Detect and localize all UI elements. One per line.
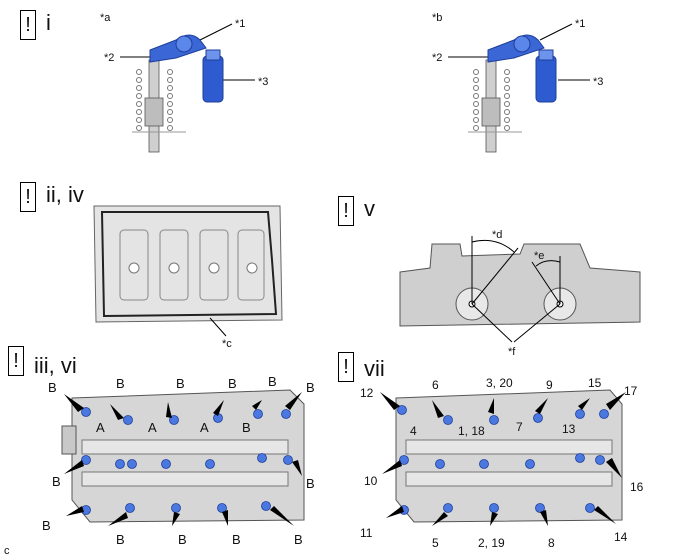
bolt-label-B: B <box>42 518 51 533</box>
bolt-label-B: B <box>116 532 125 547</box>
bolt-seq-13: 13 <box>562 422 576 436</box>
bolt-seq-3-20: 3, 20 <box>486 376 513 390</box>
bolt-label-B: B <box>306 476 315 491</box>
callout-d: *d <box>492 229 503 241</box>
step-label-i: i <box>46 10 51 35</box>
bolt-label-B: B <box>268 374 277 389</box>
callout-b: *b <box>432 12 443 24</box>
caution-mark-v: ! <box>338 196 354 226</box>
bolt-label-B: B <box>116 376 125 391</box>
bolt-label-B: B <box>242 420 251 435</box>
bolt-seq-8: 8 <box>548 536 555 550</box>
bolt-seq-14: 14 <box>614 530 628 544</box>
bolt-label-A: A <box>148 420 157 435</box>
bolt-label-B: B <box>232 532 241 547</box>
bolt-seq-1-18: 1, 18 <box>458 424 485 438</box>
bolt-label-B: B <box>294 532 303 547</box>
bolt-seq-11: 11 <box>360 526 373 540</box>
callout-a: *a <box>100 12 111 24</box>
figure-code: c <box>4 545 10 557</box>
step-label-ii-iv: ii, iv <box>46 182 84 207</box>
callout-e: *e <box>534 250 545 262</box>
bolt-seq-15: 15 <box>588 376 602 390</box>
step-label-vii: vii <box>364 356 385 381</box>
bolt-label-A: A <box>200 420 209 435</box>
step-label-v: v <box>364 196 375 221</box>
caution-mark-vii: ! <box>338 352 354 382</box>
bolt-label-B: B <box>176 376 185 391</box>
bolt-label-B: B <box>228 376 237 391</box>
bolt-seq-17: 17 <box>624 384 638 398</box>
bolt-seq-2-19: 2, 19 <box>478 536 505 550</box>
caution-mark-iii-vi: ! <box>8 346 24 376</box>
callout-3-right: *3 <box>593 76 604 88</box>
bolt-label-B: B <box>306 380 315 395</box>
bolt-seq-9: 9 <box>546 378 553 392</box>
bolt-seq-7: 7 <box>516 420 523 434</box>
callout-2-right: *2 <box>432 52 443 64</box>
callout-f: *f <box>508 346 516 358</box>
caution-mark-i: ! <box>20 10 36 40</box>
bolt-seq-5: 5 <box>432 536 439 550</box>
bolt-seq-16: 16 <box>630 480 644 494</box>
bolt-label-A: A <box>96 420 105 435</box>
bolt-label-B: B <box>48 380 57 395</box>
callout-c: *c <box>222 338 232 350</box>
callout-3-left: *3 <box>258 76 269 88</box>
step-label-iii-vi: iii, vi <box>34 353 77 378</box>
bolt-label-B: B <box>52 474 61 489</box>
bolt-seq-12: 12 <box>360 386 374 400</box>
callout-2-left: *2 <box>104 52 115 64</box>
bolt-seq-4: 4 <box>410 424 417 438</box>
bolt-seq-6: 6 <box>432 378 439 392</box>
bolt-seq-10: 10 <box>364 474 378 488</box>
caution-mark-ii-iv: ! <box>20 182 36 212</box>
bolt-label-B: B <box>178 532 187 547</box>
callout-1-left: *1 <box>235 18 246 30</box>
callout-1-right: *1 <box>575 18 586 30</box>
